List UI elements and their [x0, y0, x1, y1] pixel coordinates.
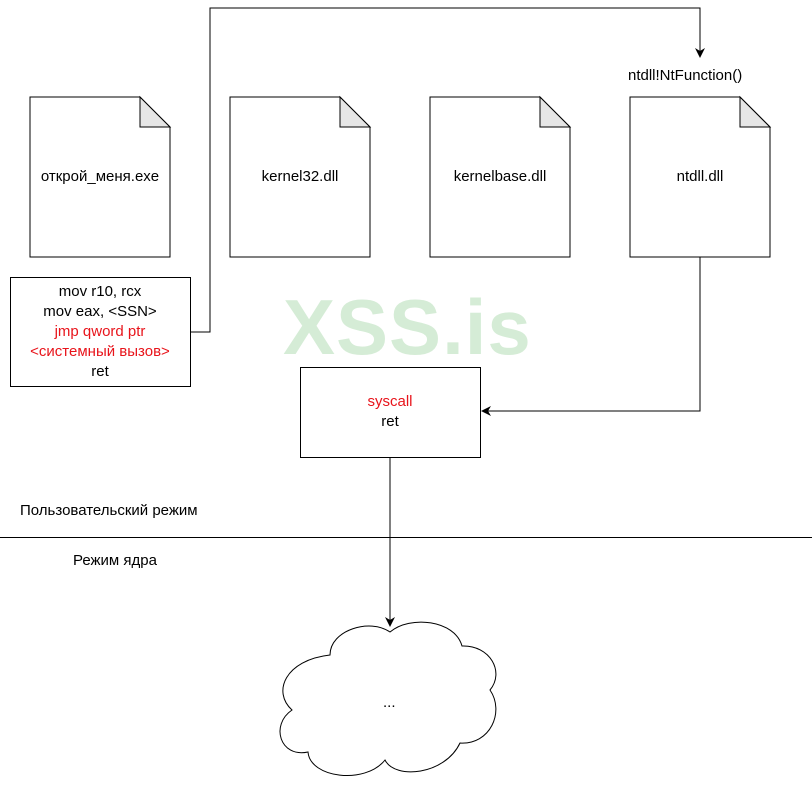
stub-line-5: ret — [91, 362, 109, 380]
connector-stub-to-ntfunction — [190, 7, 705, 333]
file-label-ntdll: ntdll.dll — [676, 168, 724, 185]
ntfunction-label: ntdll!NtFunction() — [628, 67, 743, 84]
file-shape-ntdll — [629, 95, 772, 258]
file-label-exe: открой_меня.exe — [40, 168, 160, 185]
syscall-text: syscall ret — [300, 367, 480, 457]
file-label-kernel32: kernel32.dll — [261, 168, 339, 185]
syscall-line-2: ret — [381, 413, 399, 430]
watermark: XSS.is — [283, 283, 532, 371]
user-mode-label: Пользовательский режим — [20, 502, 198, 519]
stub-box — [10, 277, 191, 387]
stub-line-2: mov eax, <SSN> — [43, 302, 157, 320]
syscall-line-1: syscall — [367, 393, 413, 410]
file-shape-exe — [29, 95, 172, 258]
syscall-box — [300, 367, 481, 458]
connector-ntdll-to-syscall — [481, 257, 701, 416]
file-label-kernelbase: kernelbase.dll — [453, 168, 547, 185]
kernel-mode-label: Режим ядра — [73, 552, 157, 569]
stub-text: mov r10, rcx mov eax, <SSN> jmp qword pt… — [10, 277, 190, 386]
stub-line-1: mov r10, rcx — [58, 282, 142, 300]
stub-line-4: <системный вызов> — [30, 342, 170, 360]
kernel-cloud-label: ... — [383, 694, 396, 711]
file-shape-kernelbase — [429, 95, 572, 258]
stub-line-3: jmp qword ptr — [54, 322, 146, 340]
kernel-cloud-shape — [279, 621, 497, 776]
file-shape-kernel32 — [229, 95, 372, 258]
